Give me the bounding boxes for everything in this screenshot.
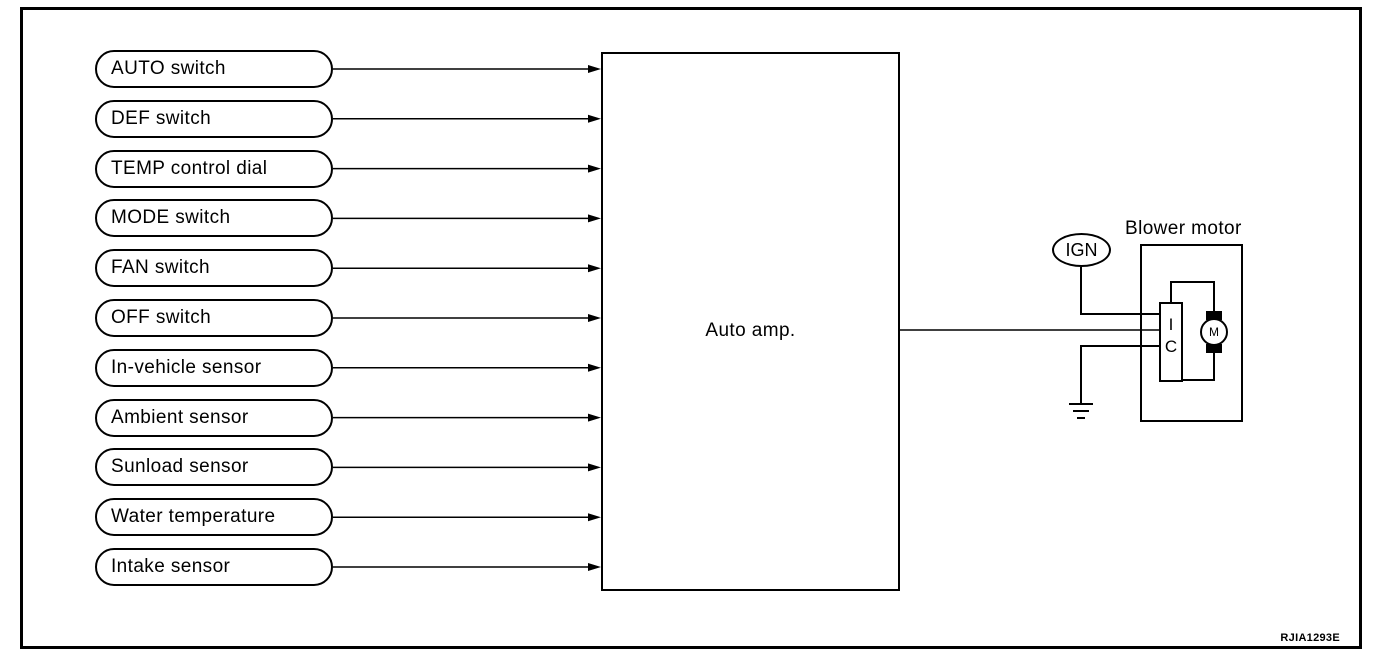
input-arrow-6	[588, 363, 601, 372]
blower-motor-label: Blower motor	[1125, 218, 1242, 239]
input-arrow-9	[588, 513, 601, 522]
blower-motor-box	[1140, 244, 1243, 422]
input-10: Intake sensor	[95, 548, 333, 586]
input-arrow-4	[588, 264, 601, 273]
input-4: FAN switch	[95, 249, 333, 288]
motor-brush-bottom	[1206, 344, 1222, 353]
motor-wire-top	[1170, 281, 1215, 312]
input-1: DEF switch	[95, 99, 333, 138]
ic-label-bottom: C	[1164, 337, 1178, 356]
input-7: Ambient sensor	[95, 398, 333, 437]
ic-module: I C	[1159, 302, 1183, 382]
reference-code: RJIA1293E	[1280, 632, 1340, 644]
ign-label: IGN	[1052, 233, 1111, 267]
input-0: AUTO switch	[95, 50, 333, 88]
ign-wire	[1080, 267, 1159, 315]
input-arrow-5	[588, 314, 601, 322]
auto-amp-label: Auto amp.	[705, 320, 796, 341]
input-3: MODE switch	[95, 199, 333, 238]
input-9: Water temperature	[95, 498, 333, 537]
diagram-frame	[20, 7, 1362, 649]
input-arrow-3	[588, 214, 601, 223]
ground-symbol-icon	[1069, 403, 1093, 419]
input-8: Sunload sensor	[95, 448, 333, 487]
input-6: In-vehicle sensor	[95, 348, 333, 387]
ground-wire	[1080, 345, 1159, 404]
input-arrow-8	[588, 463, 601, 472]
input-2: TEMP control dial	[95, 149, 333, 188]
input-5: OFF switch	[95, 299, 333, 337]
ic-label-top: I	[1168, 315, 1174, 334]
input-wires	[333, 65, 601, 571]
input-arrow-1	[588, 114, 601, 123]
input-arrow-10	[588, 563, 601, 571]
input-arrow-2	[588, 164, 601, 173]
auto-amp-block: Auto amp.	[601, 52, 900, 591]
input-arrow-0	[588, 65, 601, 73]
motor-icon: M	[1200, 318, 1228, 346]
motor-brush-top	[1206, 311, 1222, 320]
input-arrow-7	[588, 413, 601, 422]
